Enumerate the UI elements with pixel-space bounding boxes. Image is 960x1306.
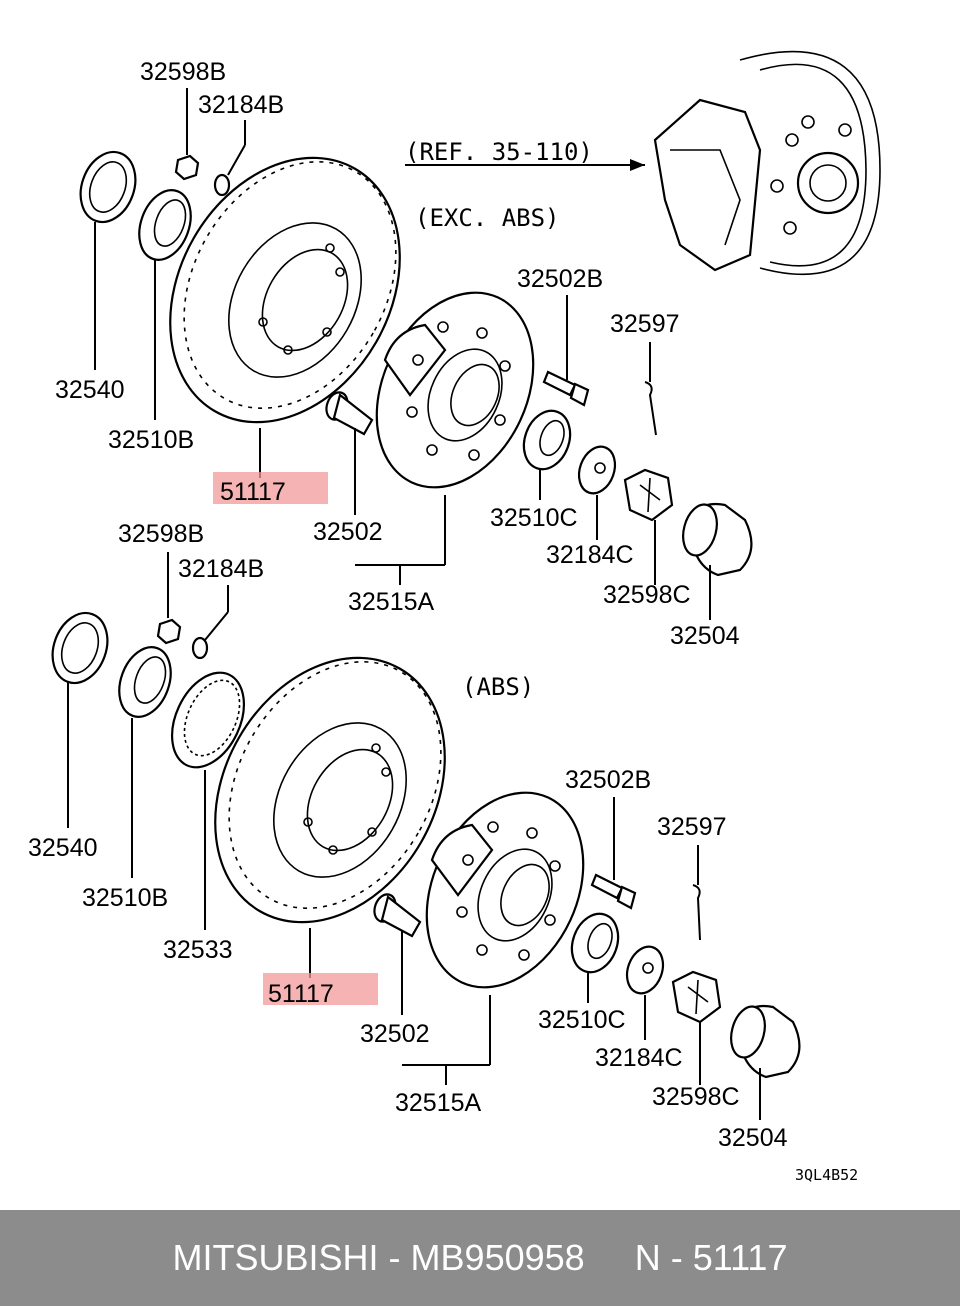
label-variant-bottom: (ABS)	[462, 673, 534, 701]
label-hub-assy-top: 32515A	[348, 588, 435, 616]
hub-top	[375, 291, 535, 489]
label-stud-bottom: 32502	[360, 1020, 430, 1048]
inner-bearing-top	[138, 189, 192, 261]
washer-bottom	[625, 945, 665, 995]
label-cap-bottom: 32504	[718, 1124, 788, 1152]
label-hub-assy-bottom: 32515A	[395, 1089, 482, 1117]
drawing-code: 3QL4B52	[795, 1166, 858, 1184]
caliper-reference-sketch	[653, 50, 881, 276]
washer-small-bottom	[191, 636, 209, 660]
label-bolt-top: 32502B	[517, 265, 603, 293]
label-washer-bottom: 32184B	[178, 555, 264, 583]
nut-small-top	[174, 154, 200, 181]
abs-sensor-ring	[171, 671, 245, 769]
callout-number: 51117	[692, 1237, 788, 1278]
label-abs-ring: 32533	[163, 936, 233, 964]
wheel-stud-bottom	[373, 893, 422, 938]
hub-bottom	[425, 791, 585, 989]
label-castle-nut-top: 32598C	[603, 581, 691, 609]
spacer	[585, 1237, 635, 1279]
cotter-pin-bottom	[692, 884, 701, 941]
washer-top	[577, 445, 617, 495]
separator: -	[660, 1237, 693, 1278]
label-bearing-outer-bottom: 32510C	[538, 1006, 626, 1034]
label-nut-top: 32598B	[140, 58, 226, 86]
brand-name: MITSUBISHI	[172, 1237, 379, 1278]
bolt-top	[542, 370, 590, 407]
label-bearing-inner-top: 32510B	[108, 426, 194, 454]
label-washer-top: 32184B	[198, 91, 284, 119]
hub-cap-top	[682, 502, 753, 577]
label-rotor-top: 51117	[220, 478, 286, 506]
separator: -	[378, 1237, 411, 1278]
wheel-stud-top	[325, 391, 374, 436]
oil-seal-bottom	[51, 611, 109, 685]
label-cap-top: 32504	[670, 622, 740, 650]
brake-rotor-top	[169, 156, 401, 424]
outer-bearing-bottom	[570, 912, 620, 974]
washer-small-top	[213, 173, 231, 197]
label-bearing-outer-top: 32510C	[490, 504, 578, 532]
hub-cap-bottom	[730, 1004, 801, 1079]
label-washer-big-top: 32184C	[546, 541, 634, 569]
castle-nut-bottom	[671, 970, 722, 1024]
part-number: MB950958	[410, 1237, 585, 1278]
label-cotter-pin-top: 32597	[610, 310, 680, 338]
part-info-footer: MITSUBISHI - MB950958 N - 51117	[0, 1210, 960, 1306]
label-variant-top: (EXC. ABS)	[415, 204, 560, 232]
label-stud-top: 32502	[313, 518, 383, 546]
cotter-pin-top	[644, 381, 657, 436]
brake-rotor-bottom	[214, 656, 446, 924]
inner-bearing-bottom	[118, 646, 172, 718]
oil-seal-top	[79, 150, 137, 224]
bolt-bottom	[590, 873, 637, 910]
label-seal-bottom: 32540	[28, 834, 98, 862]
rotor-callout-highlight-bottom	[263, 973, 378, 1005]
castle-nut-top	[623, 468, 674, 522]
outer-bearing-top	[522, 409, 572, 471]
label-nut-bottom: 32598B	[118, 520, 204, 548]
label-bolt-bottom: 32502B	[565, 766, 651, 794]
label-seal-top: 32540	[55, 376, 125, 404]
bottom-assembly: 32598B 32184B (ABS) 32502B 32597 32540 3…	[28, 520, 801, 1152]
position-code: N	[634, 1237, 661, 1278]
label-castle-nut-bottom: 32598C	[652, 1083, 740, 1111]
nut-small-bottom	[156, 618, 182, 645]
label-bearing-inner-bottom: 32510B	[82, 884, 168, 912]
rotor-callout-highlight-top	[213, 472, 328, 504]
label-cotter-pin-bottom: 32597	[657, 813, 727, 841]
parts-diagram: 32598B 32184B (REF. 35-110) (EXC. ABS) 3…	[28, 50, 881, 1184]
top-assembly: 32598B 32184B (REF. 35-110) (EXC. ABS) 3…	[55, 50, 881, 650]
label-rotor-bottom: 51117	[268, 980, 334, 1008]
label-ref: (REF. 35-110)	[405, 138, 593, 166]
label-washer-big-bottom: 32184C	[595, 1044, 683, 1072]
